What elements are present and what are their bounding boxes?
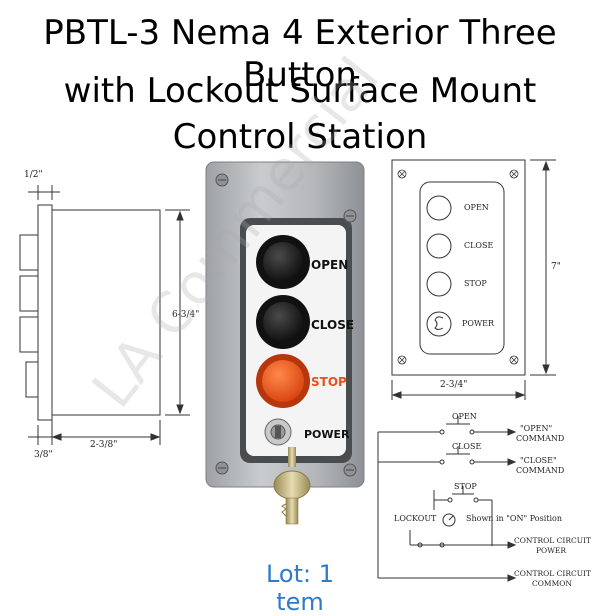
schematic-close-cmd-2: COMMAND (516, 466, 565, 475)
schematic-common-1: CONTROL CIRCUIT (514, 569, 591, 578)
schematic-stop-switch: STOP (454, 482, 477, 491)
title-line-1: PBTL-3 Nema 4 Exterior Three Button (43, 13, 557, 95)
control-station-housing (205, 161, 365, 525)
product-illustration (19, 159, 556, 582)
product-label-close: CLOSE (311, 318, 355, 332)
front-dim-width: 2-3/4" (440, 380, 468, 390)
wiring-schematic (377, 416, 517, 582)
title-line-2: with Lockout Surface Mount (63, 71, 537, 111)
schematic-power-1: CONTROL CIRCUIT (514, 536, 591, 545)
front-view-drawing (391, 159, 556, 400)
product-label-open: OPEN (311, 258, 349, 272)
schematic-close-switch: CLOSE (452, 442, 482, 451)
front-label-stop: STOP (464, 279, 487, 288)
schematic-close-cmd-1: "CLOSE" (520, 456, 557, 465)
front-label-open: OPEN (464, 203, 489, 212)
side-dim-bottom: 3/8" (34, 450, 53, 460)
front-label-close: CLOSE (464, 241, 494, 250)
schematic-lockout: LOCKOUT (394, 514, 437, 523)
schematic-open-switch: OPEN (452, 412, 477, 421)
schematic-open-cmd-2: COMMAND (516, 434, 565, 443)
schematic-common-2: COMMON (532, 579, 572, 588)
front-label-power: POWER (462, 319, 495, 328)
product-label-stop: STOP (311, 375, 347, 389)
front-dim-height: 7" (551, 262, 561, 272)
side-view-drawing (19, 185, 190, 445)
title-line-3: Control Station (172, 117, 428, 157)
lot-label: Lot: 1 tem (265, 560, 335, 616)
side-dim-height: 6-3/4" (172, 310, 200, 320)
product-label-power: POWER (304, 428, 350, 441)
side-dim-depth: 2-3/8" (90, 440, 118, 450)
schematic-lockout-note: Shown in "ON" Position (466, 514, 562, 523)
side-dim-top: 1/2" (24, 170, 43, 180)
schematic-power-2: POWER (536, 546, 567, 555)
schematic-open-cmd-1: "OPEN" (520, 424, 553, 433)
